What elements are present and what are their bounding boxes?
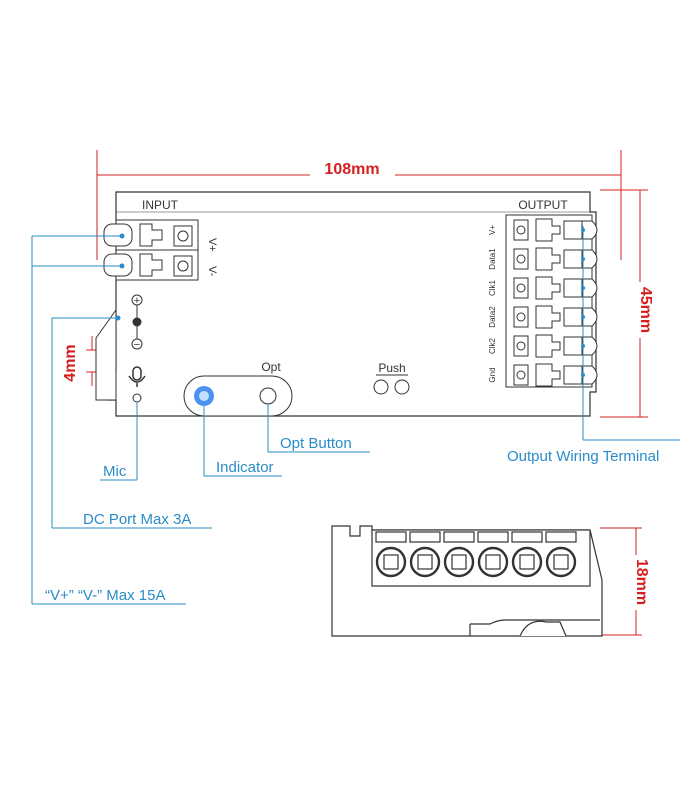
output-pin-label: Data2 [488, 306, 497, 328]
input-terminal [103, 219, 199, 281]
output-slot [513, 363, 598, 387]
input-vminus-label: V- [206, 266, 218, 277]
opt-button[interactable] [259, 387, 277, 405]
push-label: Push [378, 361, 405, 375]
width-dimension-label: 108mm [324, 161, 379, 178]
indicator-callout: Indicator [216, 459, 274, 476]
output-slot [513, 247, 598, 271]
opt-button-callout: Opt Button [280, 435, 352, 452]
output-slot [513, 276, 598, 300]
power-callout: “V+” “V-” Max 15A [45, 587, 165, 604]
callout-dots [115, 228, 585, 377]
output-slot [513, 218, 598, 242]
output-pin-label: Clk2 [488, 337, 497, 354]
minus-symbol: − [134, 339, 140, 351]
side-view-terminals [375, 531, 577, 578]
depth-dimension [600, 527, 642, 636]
output-terminal-callout: Output Wiring Terminal [507, 448, 659, 465]
dc-port-tab [95, 308, 117, 401]
opt-label: Opt [261, 360, 281, 374]
opt-window [183, 375, 293, 417]
mic-callout: Mic [103, 463, 127, 480]
output-slot [513, 305, 598, 329]
push-button-left[interactable] [373, 379, 389, 395]
depth-dimension-label: 18mm [633, 559, 650, 605]
width-dimension [96, 150, 622, 260]
indicator-led-core [199, 391, 209, 401]
height-dimension [600, 189, 648, 418]
output-pin-label: Clk1 [488, 279, 497, 296]
input-label: INPUT [142, 198, 179, 212]
output-pin-label: Gnd [488, 367, 497, 382]
main-enclosure [107, 191, 597, 417]
height-dimension-label: 45mm [637, 287, 654, 333]
dc-port-icons [131, 294, 143, 350]
output-slot [513, 334, 598, 358]
output-terminal [505, 214, 598, 388]
dc-port-callout: DC Port Max 3A [83, 511, 191, 528]
dc-port-dimension-label: 4mm [62, 344, 79, 381]
input-vplus-label: V+ [206, 238, 218, 252]
output-pin-label: V+ [488, 225, 497, 235]
callout-leaders [31, 226, 680, 605]
output-label: OUTPUT [518, 198, 568, 212]
plus-symbol: + [134, 295, 140, 307]
output-pin-label: Data1 [488, 248, 497, 270]
push-button-right[interactable] [394, 379, 410, 395]
